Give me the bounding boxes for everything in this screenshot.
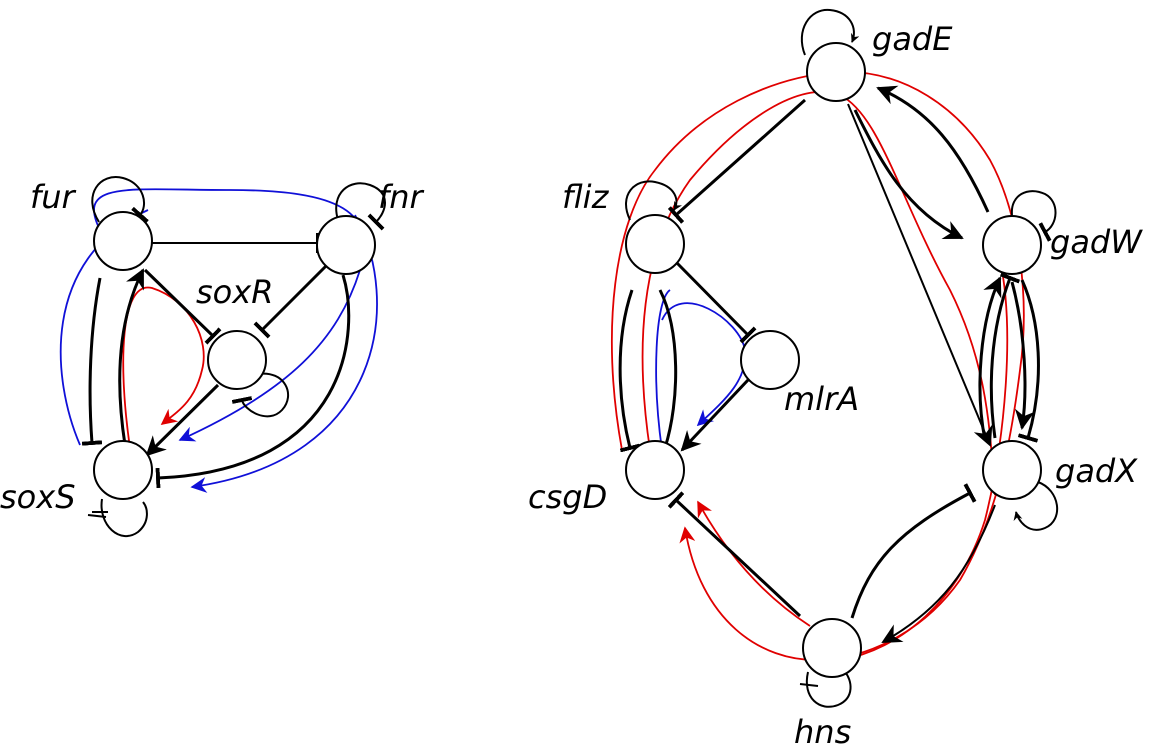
loop-soxr [231, 372, 289, 418]
label-gadx: gadX [1055, 452, 1138, 490]
label-gadw: gadW [1050, 223, 1143, 261]
edge-mlra-csgd [680, 378, 750, 452]
edge-gade-gadw [853, 109, 964, 240]
edge-hns-csgd [667, 491, 802, 618]
edge-gadw-gade [876, 85, 990, 213]
loop-soxs [92, 498, 148, 538]
edge-fliz-csgd [618, 289, 641, 453]
node-mlra [740, 330, 800, 390]
label-soxr: soxR [196, 273, 273, 311]
path-blue-fliz-csgd [655, 289, 671, 451]
node-fur [93, 211, 153, 271]
right-network: gadE fliz gadW mlrA csgD gadX hns [528, 8, 1143, 748]
edge-gade-gadx [847, 103, 993, 447]
node-fnr [316, 215, 376, 275]
label-hns: hns [794, 713, 851, 748]
label-soxs: soxS [0, 478, 76, 516]
node-fliz [625, 214, 685, 274]
loop-fur [91, 176, 149, 224]
loop-soxs-bar [87, 514, 107, 518]
loop-hns [799, 671, 852, 708]
label-fnr: fnr [378, 178, 425, 216]
edge-fliz-mlra [674, 260, 757, 344]
node-gadx [982, 440, 1042, 500]
label-fur: fur [30, 178, 77, 216]
node-soxs [93, 440, 153, 500]
node-soxr [207, 330, 267, 390]
label-csgd: csgD [528, 478, 607, 516]
edge-soxs-fur [118, 268, 145, 446]
edge-fur-soxr [143, 268, 222, 345]
path-blue-fur-fnr-soxs [93, 188, 366, 442]
edge-gadx-gadw [978, 276, 1002, 441]
label-mlra: mlrA [784, 380, 859, 418]
loop-gadw [1010, 190, 1057, 242]
edge-csgd-fliz [658, 289, 678, 449]
edge-fnr-soxr [253, 260, 332, 339]
loop-gadx [1013, 481, 1059, 531]
node-gadw [982, 215, 1042, 275]
label-gade: gadE [872, 20, 953, 58]
edge-gadw-gadx-2 [1010, 281, 1035, 430]
edge-fnr-soxs [155, 274, 351, 489]
edge-fur-soxs [81, 277, 103, 446]
node-csgd [625, 440, 685, 500]
edge-gadx-gadw-2 [989, 272, 1021, 439]
edge-gadx-hns [881, 504, 996, 643]
label-fliz: fliz [562, 178, 610, 216]
left-network: fur fnr soxR soxS [0, 176, 425, 538]
node-gade [806, 42, 866, 102]
edge-hns-gadx [850, 483, 977, 619]
node-hns [802, 618, 862, 678]
loop-fnr [335, 182, 386, 231]
loop-fliz [625, 180, 683, 221]
path-red-hns-csgd [697, 500, 811, 627]
loop-gade [800, 8, 860, 56]
path-red-fur-soxs [122, 286, 205, 449]
edge-gade-fliz [667, 98, 806, 224]
edge-soxr-soxs [145, 383, 220, 457]
